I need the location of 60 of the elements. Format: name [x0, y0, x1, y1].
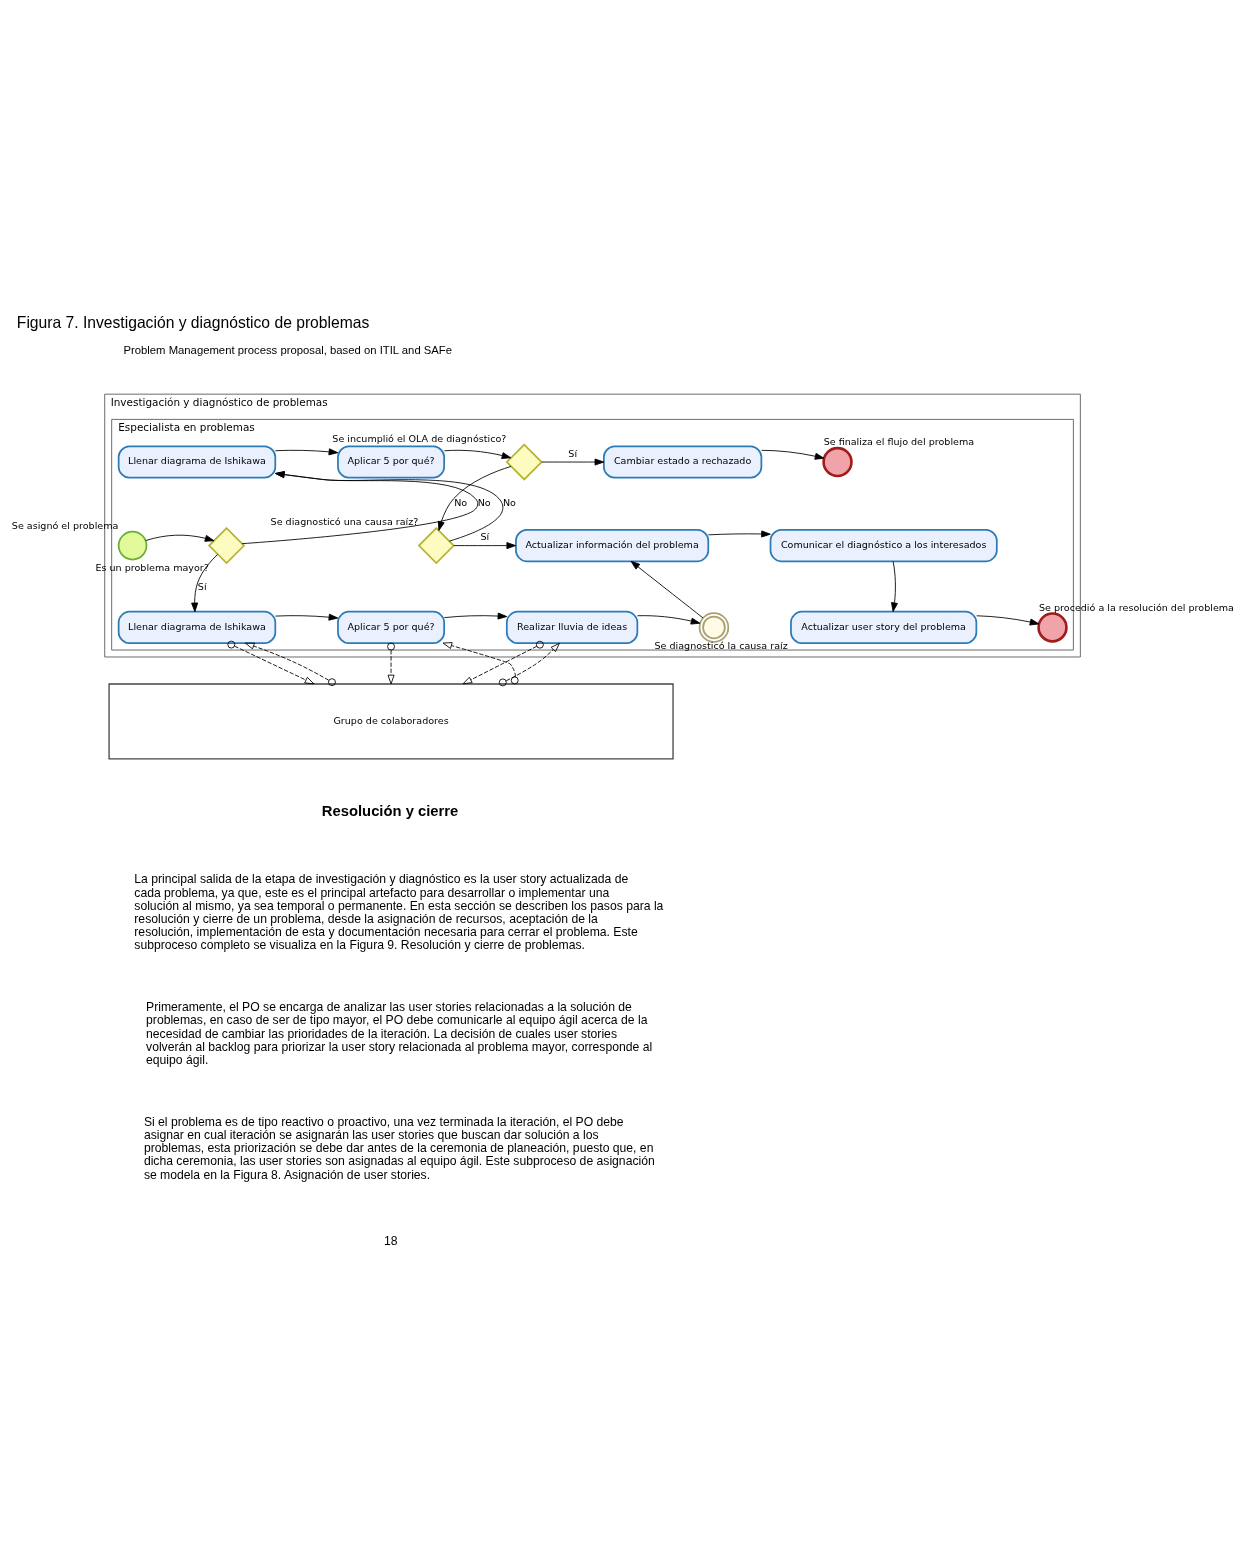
- node-box: Actualizar información del problema: [515, 528, 710, 562]
- arrow: [437, 465, 512, 531]
- arrow: [275, 470, 504, 542]
- edge-label: No: [454, 496, 468, 508]
- node-diamond: [505, 442, 543, 481]
- label: Primeramente, el PO se encarga de analizar las user stories relacionadas a la solución de problemas, en caso de ser de tipo mayor, el PO debe comunicarle al equipo ágil acerca de la necesidad de cambiar las prioridades de la iteración. La decisión de cuales user stories volverán al backlog para priorizar la user story relacionada al problema mayor, corresponde al equipo ágil.: [146, 999, 653, 1067]
- edge-label: Sí: [480, 530, 490, 542]
- node-label: Se finaliza el flujo del problema: [823, 435, 975, 447]
- arrow: [442, 641, 519, 684]
- node-circle: [822, 446, 853, 477]
- edge-label: Sí: [197, 580, 207, 592]
- arrow: [443, 449, 512, 459]
- arrow: [462, 640, 544, 684]
- arrow: [630, 560, 704, 618]
- label: Resolución y cierre: [321, 802, 459, 819]
- arrow: [976, 614, 1040, 625]
- node-box: Realizar lluvia de ideas: [505, 610, 639, 644]
- node-diamond: [207, 526, 246, 564]
- arrow: [241, 470, 479, 544]
- node-circle: [117, 530, 148, 560]
- arrow: [145, 534, 215, 542]
- node-label: Se incumplió el OLA de diagnóstico?: [332, 432, 507, 444]
- arrow: [275, 447, 339, 455]
- diagram-title: Figura 7. Investigación y diagnóstico de problemas: [16, 313, 370, 330]
- edge-label: No: [502, 496, 516, 508]
- label: 18: [384, 1233, 398, 1248]
- arrow: [453, 541, 517, 549]
- arrow: [891, 560, 898, 612]
- node-label: Se procedió a la resolución del problema: [1039, 601, 1234, 613]
- node-label: Se diagnosticó la causa raíz: [654, 639, 788, 651]
- arrow: [637, 614, 701, 625]
- node-circle: [1037, 611, 1068, 643]
- arrow: [541, 458, 605, 466]
- node-box: Cambiar estado a rechazado: [603, 445, 763, 479]
- arrow: [244, 642, 336, 686]
- node-box: Aplicar 5 por qué?: [337, 445, 445, 479]
- node-diamond: [417, 526, 455, 564]
- node-circle: [698, 611, 730, 643]
- arrow: [761, 449, 825, 460]
- edge-label: Sí: [568, 447, 578, 459]
- label: Problem Management process proposal, based on ITIL and SAFe: [123, 343, 453, 356]
- node-box: Comunicar el diagnóstico a los interesados: [769, 528, 998, 562]
- node-box: Llenar diagrama de Ishikawa: [117, 445, 277, 479]
- edge-label: No: [477, 496, 491, 508]
- arrow: [275, 613, 339, 621]
- node-label: Es un problema mayor?: [95, 561, 209, 573]
- node-box: Actualizar user story del problema: [790, 610, 978, 644]
- arrow: [387, 642, 395, 684]
- node-box: Aplicar 5 por qué?: [337, 610, 445, 644]
- arrow: [707, 530, 771, 537]
- label: La principal salida de la etapa de investigación y diagnóstico es la user story actualizada de cada problema, ya que, este es el principal artefacto para desarrollar o implementar una solución al mismo, ya sea temporal o permanente. En esta sección se describen los pasos para la resolución y cierre de un problema, desde la asignación de recursos, aceptación de la resolución, implementación de esta y documentación necesaria para cerrar el problema. Este subproceso completo se visualiza en la Figura 9. Resolución y cierre de problemas.: [134, 871, 664, 952]
- arrow: [191, 553, 219, 612]
- node-label: Se diagnosticó una causa raíz?: [270, 515, 419, 527]
- arrow: [498, 642, 560, 686]
- node-label: Se asignó el problema: [11, 519, 119, 531]
- node-box: Grupo de colaboradores: [108, 682, 674, 759]
- node-box: Llenar diagrama de Ishikawa: [117, 610, 277, 644]
- arrow: [444, 612, 508, 620]
- label: Si el problema es de tipo reactivo o proactivo, una vez terminada la iteración, el PO debe asignar en cual iteración se asignarán las user stories que buscan dar solución a los problemas, esta priorización se debe dar antes de la ceremonia de planeación, puesto que, en dicha ceremonia, las user stories son asignadas al equipo ágil. Este subproceso de asignación se modela en la Figura 8. Asignación de user stories.: [143, 1114, 655, 1181]
- arrow: [227, 640, 315, 684]
